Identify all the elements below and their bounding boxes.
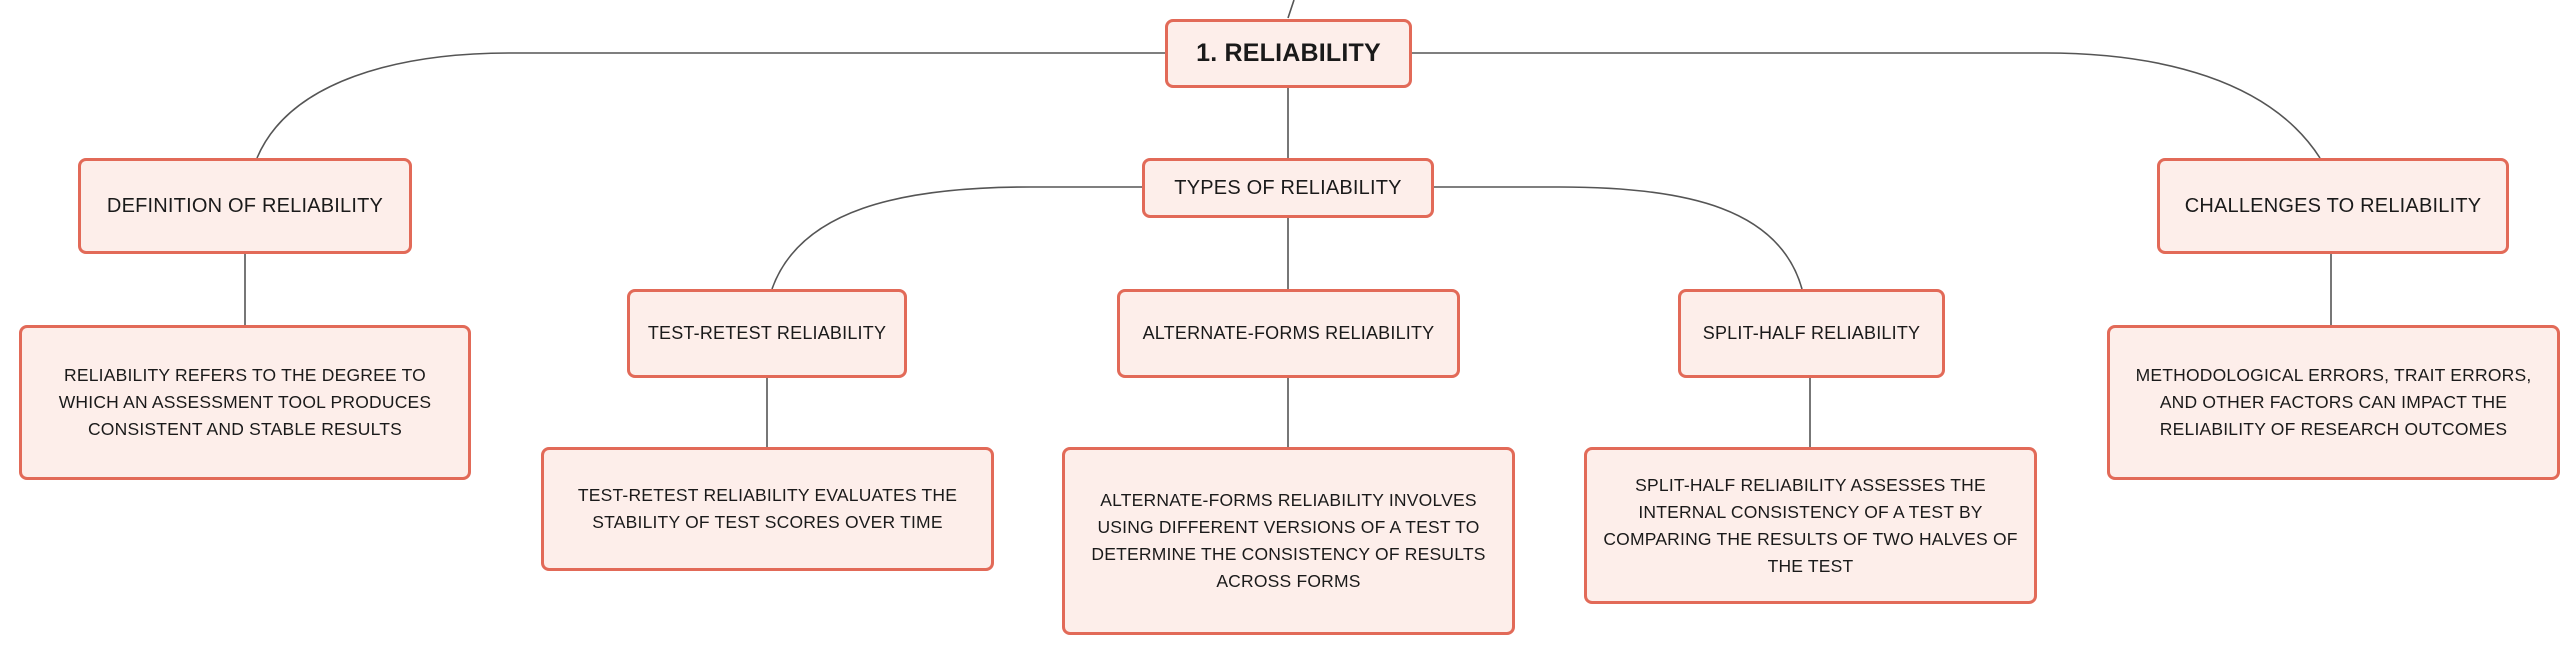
root-node[interactable]: 1. RELIABILITY — [1165, 19, 1412, 88]
test-retest-detail-node[interactable]: TEST-RETEST RELIABILITY EVALUATES THE ST… — [541, 447, 994, 571]
connector-root-challenges — [1412, 52, 2321, 159]
split-half-detail-node[interactable]: SPLIT-HALF RELIABILITY ASSESSES THE INTE… — [1584, 447, 2037, 604]
test-retest-node[interactable]: TEST-RETEST RELIABILITY — [627, 289, 907, 378]
alternate-forms-node[interactable]: ALTERNATE-FORMS RELIABILITY — [1117, 289, 1460, 378]
definition-detail-node[interactable]: RELIABILITY REFERS TO THE DEGREE TO WHIC… — [19, 325, 471, 480]
connector-root-parent — [1287, 0, 1295, 19]
connector-root-definition — [256, 52, 1165, 159]
challenges-node[interactable]: CHALLENGES TO RELIABILITY — [2157, 158, 2509, 254]
connector-types-testretest — [771, 186, 1142, 290]
connector-types-splithalf — [1434, 186, 1803, 290]
types-node[interactable]: TYPES OF RELIABILITY — [1142, 158, 1434, 218]
definition-node[interactable]: DEFINITION OF RELIABILITY — [78, 158, 412, 254]
alternate-forms-detail-node[interactable]: ALTERNATE-FORMS RELIABILITY INVOLVES USI… — [1062, 447, 1515, 635]
challenges-detail-node[interactable]: METHODOLOGICAL ERRORS, TRAIT ERRORS, AND… — [2107, 325, 2560, 480]
split-half-node[interactable]: SPLIT-HALF RELIABILITY — [1678, 289, 1945, 378]
